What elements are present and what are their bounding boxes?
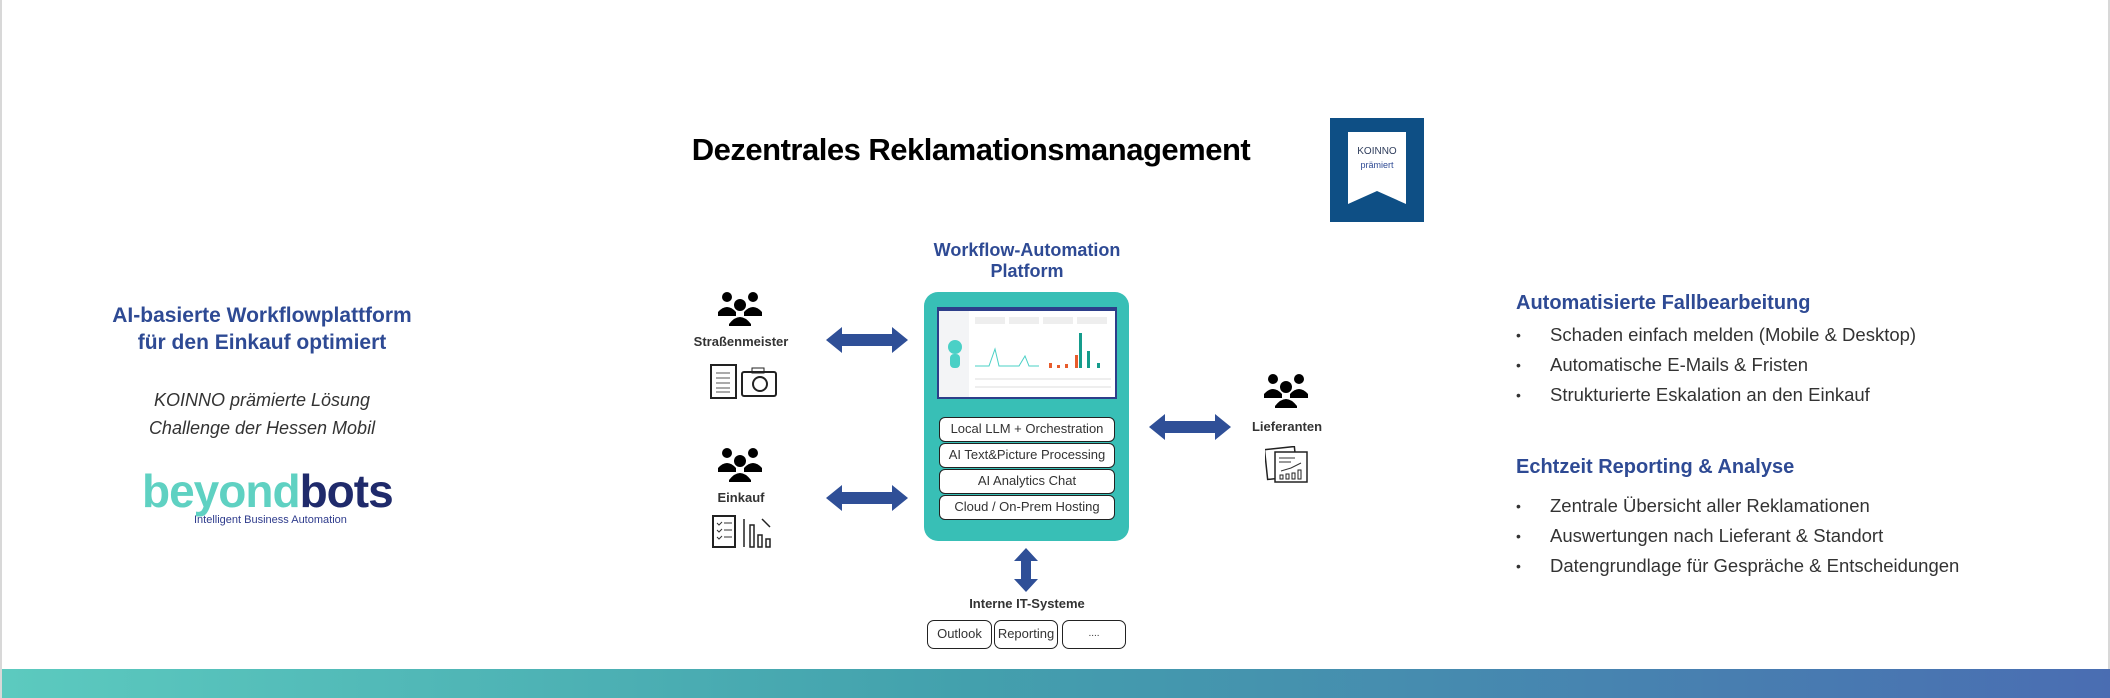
vertical-arrow-icon <box>1014 548 1038 592</box>
report-chart-icon <box>1265 446 1308 483</box>
dashboard-preview-image <box>939 311 1111 397</box>
left-subtitle: KOINNO prämierte Lösung Challenge der He… <box>62 386 462 442</box>
actor-lieferanten: Lieferanten <box>1251 419 1323 434</box>
section1-list: Schaden einfach melden (Mobile & Desktop… <box>1516 320 1916 410</box>
section2-list: Zentrale Übersicht aller Reklamationen A… <box>1516 491 1959 581</box>
badge-line2: prämiert <box>1360 160 1394 170</box>
left-heading-line1: AI-basierte Workflowplattform <box>112 304 412 327</box>
list-item: Schaden einfach melden (Mobile & Desktop… <box>1516 320 1916 350</box>
section2-heading: Echtzeit Reporting & Analyse <box>1516 456 1795 478</box>
beyondbots-logo: beyondbots Intelligent Business Automati… <box>142 468 402 534</box>
bidirectional-arrow-icon <box>1149 414 1231 440</box>
left-heading-line2: für den Einkauf optimiert <box>137 331 387 354</box>
platform-box: Local LLM + Orchestration AI Text&Pictur… <box>924 292 1129 541</box>
it-systems-label: Interne IT-Systeme <box>969 596 1085 611</box>
platform-title: Workflow-Automation Platform <box>882 240 1172 282</box>
platform-title-line2: Platform <box>990 261 1064 281</box>
feature-hosting: Cloud / On-Prem Hosting <box>939 495 1115 520</box>
ribbon-icon: KOINNO prämiert <box>1348 132 1406 204</box>
page-title: Dezentrales Reklamationsmanagement <box>691 132 1251 167</box>
left-sub-line1: KOINNO prämierte Lösung <box>153 390 371 410</box>
it-system-outlook: Outlook <box>927 620 992 649</box>
feature-local-llm: Local LLM + Orchestration <box>939 417 1115 442</box>
document-camera-icon <box>710 364 777 399</box>
people-icon <box>718 448 762 482</box>
section1-heading: Automatisierte Fallbearbeitung <box>1516 292 1811 314</box>
it-system-reporting: Reporting <box>994 620 1058 649</box>
list-item: Automatische E-Mails & Fristen <box>1516 350 1916 380</box>
checklist-chart-icon <box>712 515 771 548</box>
people-icon <box>718 292 762 326</box>
left-heading: AI-basierte Workflowplattform für den Ei… <box>62 302 462 356</box>
people-icon <box>1264 374 1308 408</box>
actor-einkauf: Einkauf <box>717 490 765 505</box>
feature-analytics-chat: AI Analytics Chat <box>939 469 1115 494</box>
koinno-badge: KOINNO prämiert <box>1330 118 1424 222</box>
bidirectional-arrow-icon <box>826 327 908 353</box>
logo-beyond: beyond <box>142 465 301 517</box>
actor-strassenmeister: Straßenmeister <box>693 334 789 349</box>
dashboard-screenshot <box>937 307 1117 399</box>
list-item: Strukturierte Eskalation an den Einkauf <box>1516 380 1916 410</box>
logo-bots: bots <box>299 465 394 517</box>
footer-gradient-bar <box>2 669 2110 698</box>
list-item: Auswertungen nach Lieferant & Standort <box>1516 521 1959 551</box>
feature-text-picture-processing: AI Text&Picture Processing <box>939 443 1115 468</box>
logo-tagline: Intelligent Business Automation <box>194 514 347 526</box>
left-sub-line2: Challenge der Hessen Mobil <box>148 418 376 438</box>
list-item: Zentrale Übersicht aller Reklamationen <box>1516 491 1959 521</box>
bidirectional-arrow-icon <box>826 485 908 511</box>
platform-title-line1: Workflow-Automation <box>933 240 1121 260</box>
badge-line1: KOINNO <box>1357 146 1397 157</box>
list-item: Datengrundlage für Gespräche & Entscheid… <box>1516 551 1959 581</box>
it-system-more: .... <box>1062 620 1126 649</box>
